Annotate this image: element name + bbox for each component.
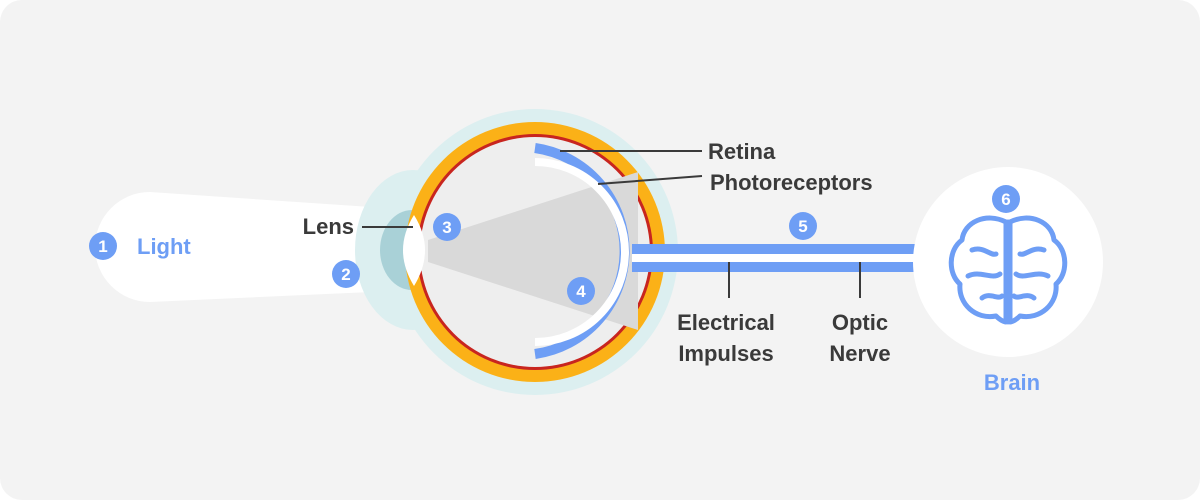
brain-icon bbox=[948, 215, 1068, 325]
svg-text:3: 3 bbox=[442, 218, 451, 237]
label-optic-line1: Optic bbox=[832, 310, 888, 335]
photoreceptors-arc bbox=[534, 158, 629, 346]
svg-text:2: 2 bbox=[341, 265, 350, 284]
leader-lines bbox=[362, 150, 861, 298]
label-retina: Retina bbox=[708, 139, 776, 164]
step-badge-6: 6 bbox=[992, 185, 1020, 213]
label-electrical-line2: Impulses bbox=[678, 341, 773, 366]
step-badge-4: 4 bbox=[567, 277, 595, 305]
svg-text:5: 5 bbox=[798, 217, 807, 236]
svg-text:1: 1 bbox=[98, 237, 107, 256]
svg-text:6: 6 bbox=[1001, 190, 1010, 209]
lens bbox=[403, 215, 425, 286]
leader-photoreceptors bbox=[597, 175, 703, 185]
label-brain: Brain bbox=[984, 370, 1040, 395]
label-light: Light bbox=[137, 234, 191, 259]
svg-text:4: 4 bbox=[576, 282, 586, 301]
label-electrical-line1: Electrical bbox=[677, 310, 775, 335]
label-optic-line2: Nerve bbox=[829, 341, 890, 366]
step-badge-5: 5 bbox=[789, 212, 817, 240]
optic-nerve bbox=[632, 244, 917, 272]
label-photoreceptors: Photoreceptors bbox=[710, 170, 873, 195]
step-badge-2: 2 bbox=[332, 260, 360, 288]
step-badge-1: 1 bbox=[89, 232, 117, 260]
step-badge-3: 3 bbox=[433, 213, 461, 241]
label-lens: Lens bbox=[303, 214, 354, 239]
